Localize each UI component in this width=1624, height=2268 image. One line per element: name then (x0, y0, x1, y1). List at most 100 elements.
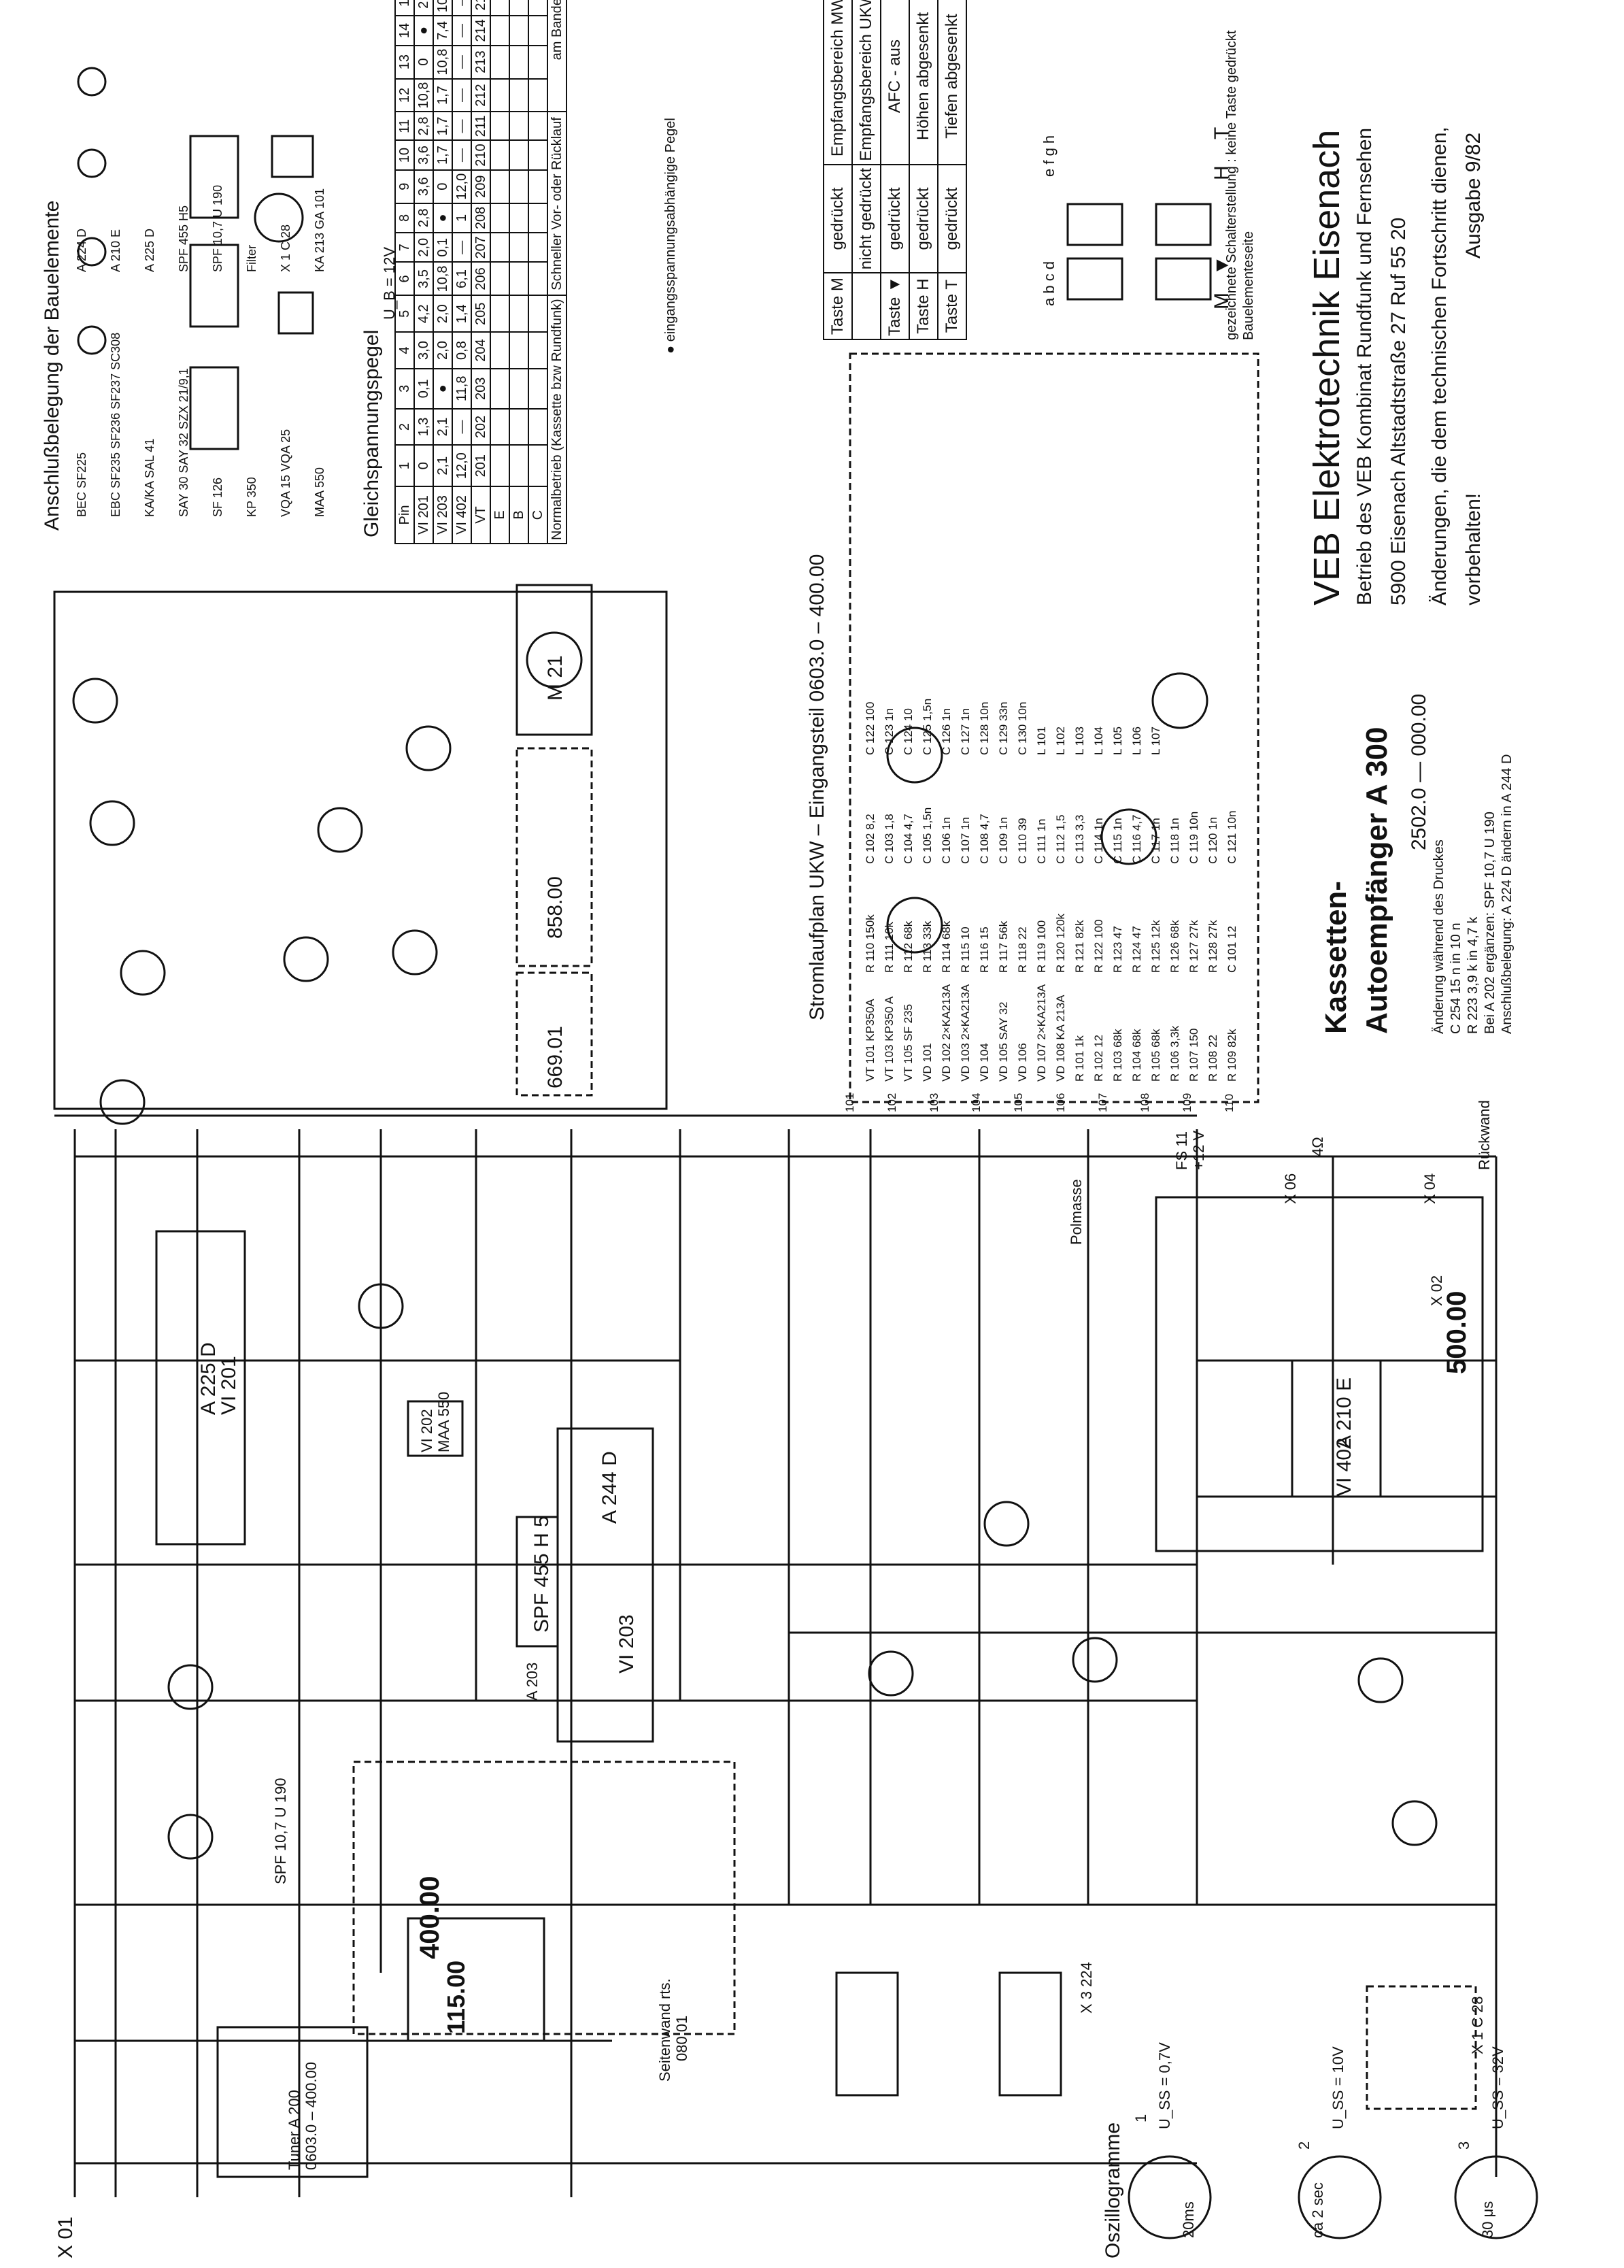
filter-spf107: SPF 10,7 U 190 (272, 1778, 289, 1884)
connector-x3: X 3 224 (1078, 1962, 1095, 2014)
ukw-component: VD 105 SAY 32 (997, 1001, 1010, 1082)
ukw-component: C 112 1,5 (1054, 814, 1067, 864)
ukw-component: C 113 3,3 (1073, 814, 1086, 864)
dc-cell (528, 112, 547, 141)
ukw-component: R 103 68k (1111, 1029, 1124, 1082)
dc-cell (490, 0, 509, 16)
key-cell: gedrückt (824, 164, 852, 273)
ukw-component: R 114 68k (940, 920, 953, 973)
key-cell: nicht gedrückt (852, 164, 881, 273)
changes-note: Änderungen, die dem technischen Fortschr… (1428, 127, 1451, 605)
dc-cell (490, 16, 509, 46)
ukw-component: C 111 1n (1035, 818, 1048, 864)
dc-cell: 11 (395, 112, 414, 141)
dc-cell: Pin (395, 486, 414, 544)
connector-x04: X 04 (1421, 1173, 1438, 1204)
ukw-component: R 118 22 (1016, 927, 1029, 973)
dc-mode: Schneller Vor- oder Rücklauf (547, 112, 566, 296)
ukw-component: C 114 1n (1092, 818, 1105, 864)
dc-cell: 212 (471, 78, 490, 112)
product-number: 2502.0 — 000.00 (1408, 693, 1430, 850)
dc-cell: 6 (395, 262, 414, 296)
dc-cell (509, 262, 528, 296)
dc-cell (528, 295, 547, 333)
ukw-component: L 102 (1054, 727, 1067, 755)
dc-cell: ● (414, 16, 433, 46)
dc-cell: 2,0 (414, 233, 433, 263)
dc-cell: B (509, 486, 528, 544)
dc-cell: 0 (414, 45, 433, 79)
block-669: 669.01 (544, 1026, 566, 1088)
ruckwand-label: Rückwand (1476, 1100, 1493, 1170)
dc-cell (509, 16, 528, 46)
ukw-component: L 104 (1092, 727, 1105, 755)
dc-cell: 12,0 (452, 169, 471, 203)
pinout-item: EBC SF235 SF236 SF237 SC308 (109, 332, 122, 517)
dc-cell (490, 295, 509, 333)
dc-cell (490, 203, 509, 233)
dc-cell (490, 332, 509, 369)
key-cell: Empfangsbereich UKW (852, 0, 881, 165)
dc-cell (490, 169, 509, 203)
ukw-component: C 126 1n (940, 708, 953, 755)
print-note-0: Änderung während des Druckes (1432, 839, 1447, 1034)
key-afc: ▼ (1211, 255, 1233, 276)
pinout-item: SPF 10,7 U 190 (211, 184, 224, 272)
ukw-component: C 120 1n (1206, 817, 1219, 864)
print-note-3: Bei A 202 ergänzen: SPF 10,7 U 190 (1483, 812, 1498, 1034)
osz-3-time: 30 μs (1479, 2201, 1496, 2238)
dc-cell (528, 233, 547, 263)
dc-cell: 201 (471, 445, 490, 486)
dc-cell: 0,1 (433, 233, 452, 263)
dc-cell (509, 408, 528, 446)
pinout-item: BEC SF225 (75, 452, 88, 517)
dc-cell: — (452, 233, 471, 263)
block-858: 858.00 (544, 876, 566, 939)
dc-cell: 10 (395, 140, 414, 170)
dc-cell: — (452, 408, 471, 446)
ukw-component: C 101 12 (1225, 926, 1238, 973)
key-cell (852, 273, 881, 339)
ukw-component: VD 101 (921, 1043, 934, 1082)
key-cell: Taste H (909, 273, 938, 339)
key-cell: Tiefen abgesenkt (938, 0, 966, 165)
dc-cell: 3,6 (414, 169, 433, 203)
dc-cell: 203 (471, 368, 490, 409)
dc-cell: 0 (414, 445, 433, 486)
dc-cell (509, 332, 528, 369)
ukw-component: R 123 47 (1111, 926, 1124, 973)
ukw-component: R 116 15 (978, 927, 991, 973)
ukw-component: C 119 10n (1187, 811, 1200, 864)
dc-cell: 4,2 (414, 295, 433, 333)
ukw-component: R 112 68k (902, 920, 915, 973)
ukw-component: R 101 1k (1073, 1035, 1086, 1082)
dc-cell (509, 368, 528, 409)
dc-cell: — (452, 140, 471, 170)
ic-a244d: A 244 D (598, 1451, 621, 1524)
dc-cell: ● (433, 203, 452, 233)
print-note-1: C 254 15 n in 10 n (1449, 922, 1464, 1034)
product-title-1: Kassetten- (1319, 881, 1353, 1034)
dc-cell (528, 332, 547, 369)
dc-cell (490, 112, 509, 141)
dc-cell (528, 78, 547, 112)
dc-voltage-table: Pin123456789101112131415161718VI 20101,3… (394, 0, 567, 544)
dc-cell (490, 408, 509, 446)
osz-2-voltage: U_SS = 10V (1330, 2046, 1347, 2129)
dc-cell: 3,6 (414, 140, 433, 170)
dc-cell: 2,1 (433, 445, 452, 486)
dc-cell (528, 45, 547, 79)
ukw-component: C 130 10n (1016, 701, 1029, 755)
ukw-component: R 108 22 (1206, 1035, 1219, 1082)
ukw-component: VD 103 2×KA213A (959, 984, 972, 1082)
dc-cell (509, 203, 528, 233)
pinout-item: SAY 30 SAY 32 SZX 21/9,1 (177, 368, 190, 517)
ukw-component: R 115 10 (959, 927, 972, 973)
ukw-component: C 122 100 (864, 701, 877, 755)
connector-x02: X 02 (1428, 1275, 1445, 1306)
ukw-terminal: 102 (885, 1093, 898, 1112)
ukw-component: C 129 33n (997, 701, 1010, 755)
dc-cell: 206 (471, 262, 490, 296)
osz-1-voltage: U_SS = 0,7V (1156, 2042, 1173, 2129)
